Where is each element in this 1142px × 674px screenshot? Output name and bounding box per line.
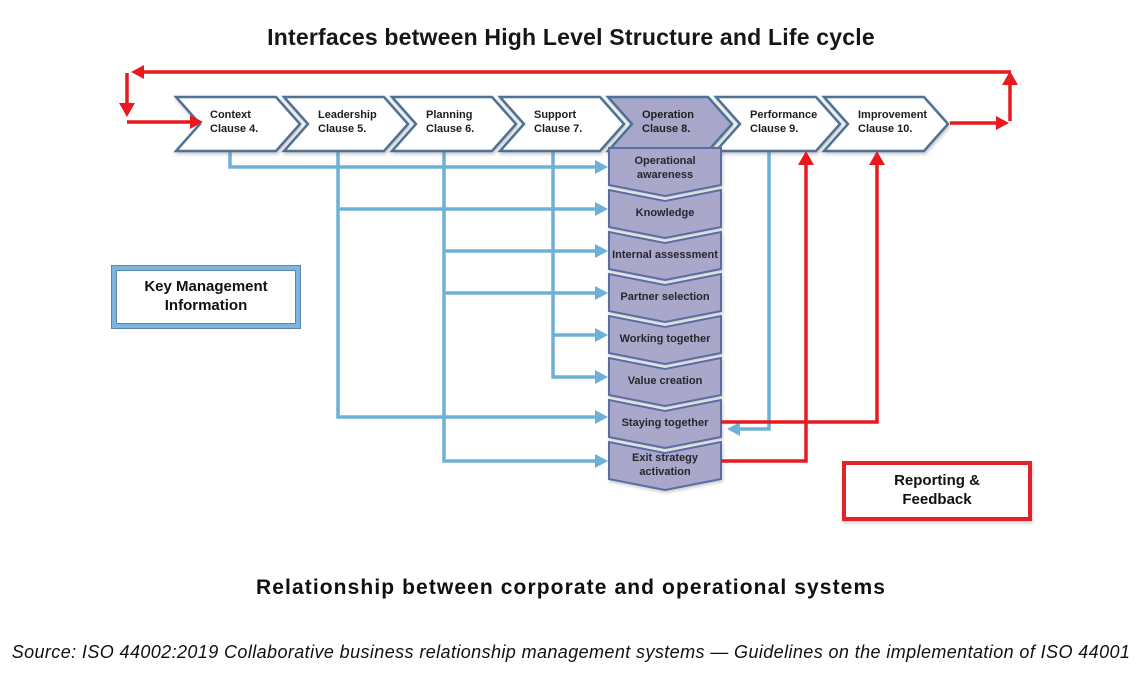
key-management-information-label: Key Management Information: [144, 278, 268, 314]
arrowhead-right: [595, 160, 608, 174]
arrowhead-right: [595, 202, 608, 216]
clause-name: Support: [534, 109, 577, 121]
clause-number: Clause 9.: [750, 123, 799, 136]
clause-number: Clause 7.: [534, 123, 583, 136]
stage-label-exit-strategy: Exit strategy activation: [631, 452, 699, 478]
figure-caption: Relationship between corporate and opera…: [255, 576, 887, 599]
figure-source: Source: ISO 44002:2019 Collaborative bus…: [11, 642, 1131, 662]
feedback-exit-to-performance: [721, 160, 808, 463]
reporting-feedback-label: Reporting & Feedback: [894, 472, 980, 508]
clause-name: Context: [210, 109, 251, 121]
clause-number: Clause 8.: [642, 123, 691, 136]
feedback-staying-to-improvement: [721, 160, 879, 424]
stage-label-operational-awareness: Operational awareness: [634, 155, 696, 181]
stage-label-value-creation: Value creation: [627, 375, 703, 388]
clause-name: Operation: [642, 109, 694, 121]
feedback-connectors: [125, 70, 1012, 463]
arrowhead-left: [727, 422, 740, 436]
arrowhead-up: [869, 151, 885, 165]
arrowhead-left: [131, 65, 144, 79]
clause-chevron-row: [173, 95, 950, 153]
clause-label-planning: Planning Clause 6.: [426, 108, 518, 148]
arrowhead-right: [595, 244, 608, 258]
chevron-support: [497, 95, 626, 153]
chevron-improvement: [821, 95, 950, 153]
clause-label-performance: Performance Clause 9.: [750, 108, 842, 148]
clause-label-context: Context Clause 4.: [210, 108, 302, 148]
clause-label-leadership: Leadership Clause 5.: [318, 108, 410, 148]
clause-name: Performance: [750, 109, 818, 121]
chevron-performance: [713, 95, 842, 153]
clause-label-improvement: Improvement Clause 10.: [858, 108, 950, 148]
stage-label-staying-together: Staying together: [621, 417, 709, 430]
clause-label-operation: Operation Clause 8.: [642, 108, 734, 148]
arrowhead-up: [1002, 71, 1018, 85]
reporting-feedback-box: Reporting & Feedback: [842, 461, 1032, 521]
connector-context-operational-awareness: [228, 151, 596, 169]
chevron-context: [173, 95, 302, 153]
clause-name: Improvement: [858, 109, 928, 121]
clause-label-support: Support Clause 7.: [534, 108, 626, 148]
stage-label-knowledge: Knowledge: [635, 207, 695, 220]
arrowhead-up: [798, 151, 814, 165]
stage-partner-selection: [608, 272, 722, 324]
key-management-information-box: Key Management Information: [112, 266, 300, 328]
arrowhead-right: [595, 454, 608, 468]
clause-number: Clause 4.: [210, 123, 259, 136]
stage-label-partner-selection: Partner selection: [620, 291, 710, 304]
key-management-arrowheads: [595, 160, 740, 468]
arrowhead-right: [595, 370, 608, 384]
connector-planning-assessment-selection-exit: [442, 151, 596, 463]
clause-number: Clause 6.: [426, 123, 475, 136]
arrowhead-down: [119, 103, 135, 117]
connector-performance-staying: [740, 151, 771, 431]
arrowhead-right: [595, 286, 608, 300]
stage-value-creation: [608, 356, 722, 408]
chevron-leadership: [281, 95, 410, 153]
feedback-arrowheads: [119, 65, 1018, 165]
stage-exit-strategy: [608, 440, 722, 492]
clause-name: Leadership: [318, 109, 377, 121]
chevron-planning: [389, 95, 518, 153]
diagram-title: Interfaces between High Level Structure …: [267, 24, 875, 50]
stage-label-working-together: Working together: [619, 333, 711, 346]
clause-name: Planning: [426, 109, 473, 121]
connector-support-working-value: [551, 151, 596, 379]
stage-working-together: [608, 314, 722, 366]
arrowhead-right: [996, 116, 1009, 130]
arrowhead-right: [595, 328, 608, 342]
stage-label-internal-assessment: Internal assessment: [612, 249, 718, 262]
life-cycle-stack: [608, 147, 722, 492]
arrowhead-right: [595, 410, 608, 424]
stage-knowledge: [608, 188, 722, 240]
stage-staying-together: [608, 398, 722, 450]
clause-number: Clause 5.: [318, 123, 367, 136]
clause-number: Clause 10.: [858, 123, 913, 136]
arrowhead-right: [190, 115, 203, 129]
stage-internal-assessment: [608, 230, 722, 282]
stage-operational-awareness: [608, 147, 722, 198]
key-management-connectors: [228, 151, 771, 463]
